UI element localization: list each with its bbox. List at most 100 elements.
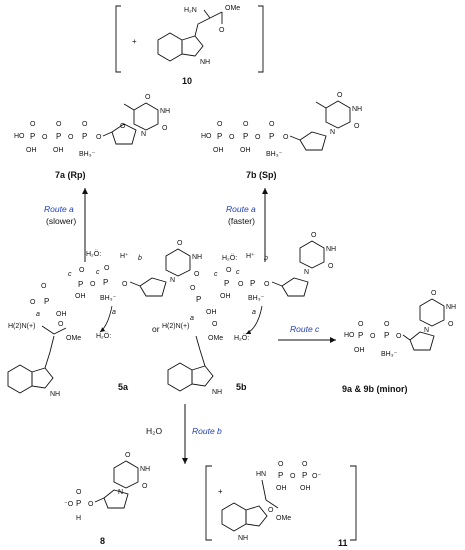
11-ome: OMe	[276, 515, 291, 522]
11-oh2: OH	[300, 485, 311, 492]
indole-pyrrole-ring	[181, 35, 204, 57]
side-chain-bonds	[194, 17, 211, 37]
route-c-label: Route c	[290, 324, 320, 334]
bracket-left	[115, 5, 121, 73]
9-bh3: BH₃⁻	[381, 351, 398, 358]
7a-p1: P	[30, 132, 35, 141]
9-nh: NH	[446, 304, 456, 311]
compound-8-group: ⁻O P O H O N NH O O 8	[64, 452, 150, 546]
h2n-label: H₂N	[184, 7, 197, 14]
11-co-o: O	[268, 507, 274, 514]
5a-o4: O	[177, 240, 183, 247]
9-o2t: O	[448, 321, 454, 328]
plus-sign-11: +	[218, 487, 223, 496]
5b-o-link: O	[238, 281, 244, 288]
7b-o-link1: O	[229, 134, 235, 141]
7a-thymine-ring	[133, 102, 159, 131]
5a-chain	[44, 335, 55, 369]
route-b-label: Route b	[192, 426, 222, 436]
5b-oh-pa: OH	[206, 309, 217, 316]
5a-o2t: O	[194, 271, 200, 278]
7b-o-link2: O	[255, 134, 261, 141]
5a-nh: NH	[192, 254, 202, 261]
11-p2: P	[302, 471, 307, 480]
9-p1: P	[358, 331, 363, 340]
7a-methyl	[123, 103, 135, 111]
5b-indole-pyrrole	[191, 365, 214, 387]
5b-h2n: H(2)N(+)	[162, 323, 189, 330]
5b-indole-nh: NH	[212, 389, 222, 396]
11-chain	[261, 479, 279, 509]
5b-n1: N	[304, 269, 309, 276]
7b-oh1: OH	[213, 147, 224, 154]
11-p1: P	[278, 471, 283, 480]
route-a-left-note: (slower)	[46, 216, 76, 226]
5a-co-o: O	[58, 321, 64, 328]
carbonyl-o-label: O	[219, 27, 225, 34]
5b-pa: P	[196, 295, 201, 304]
compound-5a-label: 5a	[118, 382, 129, 392]
5b-ch2	[271, 281, 283, 287]
5b-bh3: BH₃⁻	[248, 295, 265, 302]
bracket-11-right	[350, 465, 357, 541]
compound-11-label: 11	[338, 538, 348, 548]
5b-b-label: b	[264, 255, 268, 262]
or-label: or	[152, 324, 160, 334]
5a-o-b: O	[104, 265, 110, 272]
5b-attack-arrow	[245, 305, 263, 335]
8-neg-o: ⁻O	[64, 501, 74, 508]
indole-benzene-ring	[157, 32, 183, 62]
7b-o-link3: O	[283, 134, 289, 141]
7a-ring-o: O	[120, 123, 126, 130]
8-nh: NH	[140, 466, 150, 473]
9-oh1: OH	[354, 347, 365, 354]
8-h: H	[76, 515, 81, 522]
7b-sugar-ring	[299, 131, 327, 151]
9-o-link: O	[370, 333, 376, 340]
5b-sugar-ring	[281, 277, 309, 297]
5a-o-top: O	[41, 283, 47, 290]
7a-nh: NH	[160, 108, 170, 115]
7a-o3: O	[82, 121, 88, 128]
5b-h2o-top: H₂Ö:	[222, 254, 237, 262]
5b-chain	[195, 335, 206, 367]
5a-o-a: O	[79, 267, 85, 274]
7a-p3: P	[82, 132, 87, 141]
5b-o-a: O	[226, 267, 232, 274]
compound-7a-group: O OH HO P O O P OH O O P BH₃⁻ O O N NH O…	[14, 94, 170, 180]
compound-5b-label: 5b	[236, 382, 247, 392]
compound-9-group: HO P O OH O P O BH₃⁻ O N NH O O 9a & 9b …	[342, 290, 456, 394]
compound-8-label: 8	[100, 536, 105, 546]
8-ch2	[94, 497, 105, 503]
5a-b-label: b	[138, 255, 142, 262]
11-hn: HN	[256, 471, 266, 478]
5a-alpha	[41, 325, 67, 335]
5a-ome: OMe	[66, 335, 81, 342]
5a-o-p: O	[30, 299, 36, 306]
5b-co-o: O	[212, 321, 218, 328]
7b-o4: O	[337, 92, 343, 99]
11-o-link: O	[290, 473, 296, 480]
5b-c-label2: c	[236, 269, 240, 276]
5a-hplus: H⁺	[120, 252, 129, 260]
7b-p1: P	[217, 132, 222, 141]
7b-methyl	[315, 101, 327, 109]
7b-ho: HO	[201, 133, 212, 140]
11-indole-pyrrole	[245, 505, 268, 527]
7a-oh1: OH	[26, 147, 37, 154]
5a-oh1: OH	[75, 293, 86, 300]
7a-n1: N	[141, 131, 146, 138]
5a-indole-pyrrole	[31, 367, 54, 389]
5a-a-label2: a	[112, 309, 116, 316]
7a-o2t: O	[162, 125, 168, 132]
7b-thymine-ring	[325, 100, 351, 129]
5b-a-label: a	[190, 315, 194, 322]
5a-bh3: BH₃⁻	[100, 295, 117, 302]
ome-label: OMe	[225, 5, 240, 12]
5a-a-label: a	[36, 311, 40, 318]
9-n1: N	[424, 327, 429, 334]
8-o-link: O	[88, 501, 94, 508]
5a-attack-arrow	[99, 305, 113, 333]
5b-h2o-bottom: H₂Ö:	[234, 334, 249, 342]
plus-sign: +	[132, 37, 137, 46]
